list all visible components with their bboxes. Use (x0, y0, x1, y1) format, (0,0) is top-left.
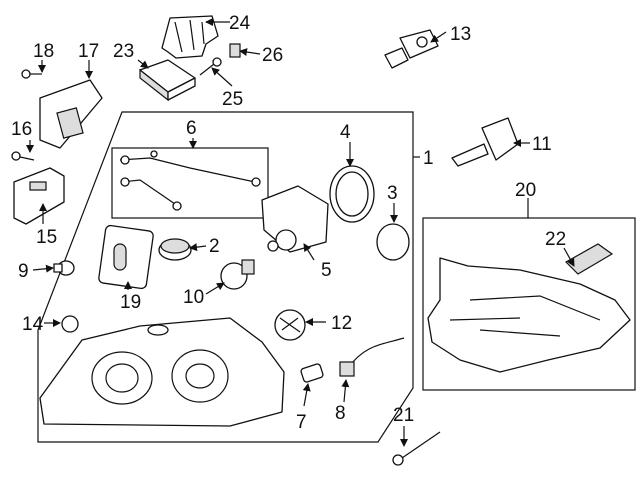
callout-7: 7 (296, 412, 307, 433)
callout-20: 20 (515, 180, 536, 201)
socket-10-part (220, 259, 255, 290)
motor-5-part (261, 185, 329, 253)
callout-25: 25 (222, 89, 243, 110)
screw-18-part (21, 69, 42, 79)
callout-1: 1 (423, 148, 434, 169)
callout-5: 5 (321, 260, 332, 281)
callout-17: 17 (78, 41, 99, 62)
ballast-17-part (39, 79, 103, 149)
screw-25-part (199, 57, 222, 76)
ring-3-part (376, 223, 410, 261)
leader-lines (26, 18, 575, 447)
callout-3: 3 (387, 183, 398, 204)
clip-22-part (565, 243, 614, 275)
callout-18: 18 (33, 41, 54, 62)
callout-11: 11 (532, 134, 552, 155)
headlamp-assembly-frame (37, 111, 414, 443)
callout-9: 9 (18, 261, 29, 282)
harness-8-part (339, 337, 405, 377)
callout-10: 10 (183, 287, 204, 308)
callout-4: 4 (340, 122, 351, 143)
adjuster-rods-part (119, 150, 261, 211)
gasket-19-part (98, 224, 154, 290)
screw-16-part (11, 151, 35, 161)
callout-21: 21 (393, 405, 414, 426)
clip-26-part (229, 43, 241, 58)
bulb-11-part (451, 117, 519, 167)
callout-24: 24 (229, 13, 251, 34)
mount-bracket-20-part (427, 257, 631, 373)
mount-bracket-frame (422, 217, 636, 391)
callout-labels: 24 13 18 17 23 26 25 1 4 11 6 16 15 3 20… (11, 13, 566, 433)
bolt-21-part (392, 431, 441, 466)
bulb-13-part (384, 29, 439, 69)
callout-26: 26 (262, 45, 283, 66)
callout-6: 6 (186, 118, 197, 139)
cover-2-part (158, 238, 192, 261)
upper-bracket-part (161, 15, 219, 59)
cap-14-part (61, 315, 79, 333)
bulb-9-part (53, 260, 75, 276)
callout-15: 15 (36, 227, 57, 248)
callout-23: 23 (113, 41, 134, 62)
cap-12-part (274, 309, 306, 341)
callout-14: 14 (22, 314, 44, 335)
bulb-7-part (300, 363, 324, 383)
headlamp-housing-part (39, 317, 285, 427)
callout-16: 16 (11, 119, 32, 140)
control-module-small-part (139, 59, 196, 102)
callout-2: 2 (209, 236, 220, 257)
callout-8: 8 (335, 403, 346, 424)
callout-19: 19 (120, 292, 141, 313)
ring-4-part (329, 165, 375, 223)
callout-22: 22 (545, 229, 566, 250)
callout-12: 12 (331, 313, 352, 334)
callout-13: 13 (450, 24, 471, 45)
ballast-15-part (13, 167, 65, 225)
